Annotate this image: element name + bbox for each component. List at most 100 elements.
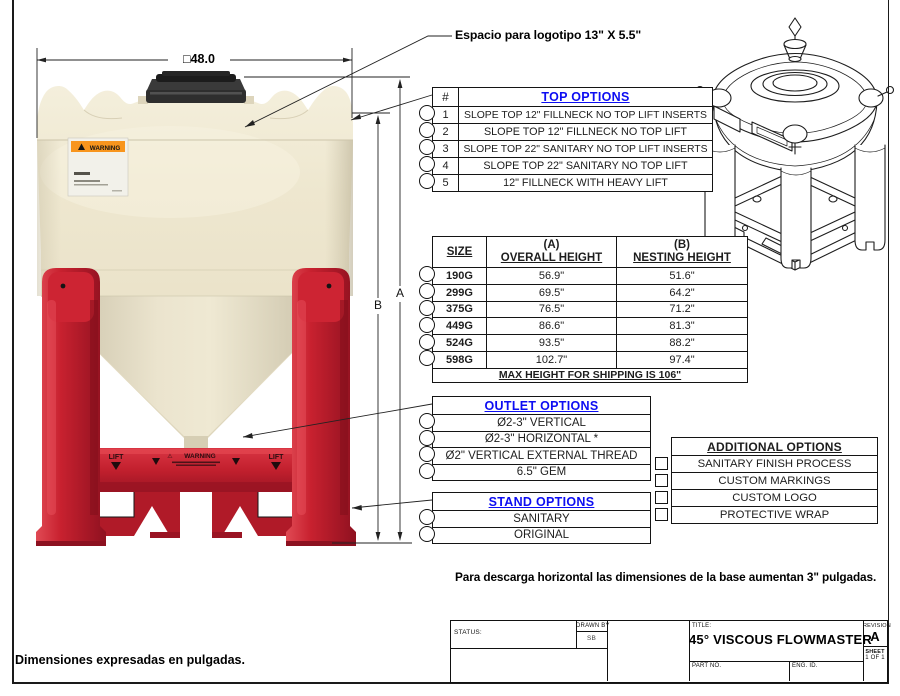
dim-label-a: A <box>396 286 404 300</box>
warning-sticker: WARNING <box>67 137 129 197</box>
overall-height-value: 86.6" <box>487 318 617 335</box>
option-circle[interactable] <box>419 156 435 172</box>
option-circle[interactable] <box>419 509 435 526</box>
logo-space-note: Espacio para logotipo 13" X 5.5" <box>455 28 642 42</box>
option-circle[interactable] <box>419 525 435 542</box>
leader-lines <box>242 35 452 511</box>
option-circle[interactable] <box>419 333 435 350</box>
warning-sticker-header <box>71 141 125 152</box>
overall-height-value: 76.5" <box>487 301 617 318</box>
table-row: Ø2-3" VERTICAL <box>433 414 650 431</box>
warning-sticker-text: WARNING <box>90 145 121 152</box>
crossbar-warning-triangle: ⚠ <box>167 453 173 460</box>
option-circle[interactable] <box>419 105 435 121</box>
table-row: ORIGINAL <box>433 526 650 544</box>
size-header: SIZE <box>446 246 473 258</box>
crossbar-warning-text: WARNING <box>184 453 215 460</box>
outlet-options-title: OUTLET OPTIONS <box>484 398 599 413</box>
col-b-header-line1: (B) <box>674 239 690 251</box>
hash-header: # <box>433 88 459 106</box>
stand-post-left <box>36 268 106 543</box>
title-block: STATUS: DRAWN BY SB TITLE: 45° VISCOUS F… <box>450 620 891 683</box>
overall-height-value: 102.7" <box>487 351 617 368</box>
option-circle[interactable] <box>419 316 435 333</box>
units-note: Dimensiones expresadas en pulgadas. <box>15 653 245 667</box>
table-row: 375G 76.5" 71.2" <box>433 300 747 318</box>
col-b-header-line2: NESTING HEIGHT <box>633 252 731 264</box>
nesting-height-value: 97.4" <box>669 353 695 366</box>
width-dimension-label: □48.0 <box>168 52 230 66</box>
size-value: 524G <box>433 335 487 351</box>
status-label: STATUS: <box>454 629 482 636</box>
overall-height-value: 56.9" <box>487 268 617 284</box>
option-circle[interactable] <box>419 413 435 430</box>
overall-height-value: 69.5" <box>487 284 617 301</box>
option-number: 4 <box>433 158 459 174</box>
size-value: 449G <box>433 318 487 335</box>
base-note: Para descarga horizontal las dimensiones… <box>455 570 877 584</box>
table-row: 4 SLOPE TOP 22" SANITARY NO TOP LIFT <box>433 157 712 174</box>
table-row: 6.5" GEM <box>433 463 650 481</box>
cone-bottom <box>41 296 349 438</box>
option-circle[interactable] <box>419 446 435 463</box>
option-checkbox[interactable] <box>655 491 668 504</box>
option-circle[interactable] <box>419 266 435 283</box>
down-arrow-icon <box>111 462 121 470</box>
nesting-height-value: 51.6" <box>669 269 695 282</box>
option-circle[interactable] <box>419 173 435 189</box>
table-row: PROTECTIVE WRAP <box>672 506 877 523</box>
drawn-by-label: DRAWN BY <box>576 623 610 629</box>
option-circle[interactable] <box>419 462 435 479</box>
option-checkbox[interactable] <box>655 474 668 487</box>
stand-options-title: STAND OPTIONS <box>488 494 595 509</box>
table-row: 3 SLOPE TOP 22" SANITARY NO TOP LIFT INS… <box>433 140 712 157</box>
option-circle[interactable] <box>419 122 435 138</box>
outlet-options-table: OUTLET OPTIONS Ø2-3" VERTICAL Ø2-3" HORI… <box>432 396 651 481</box>
overall-height-value: 93.5" <box>487 335 617 351</box>
option-label: SLOPE TOP 22" SANITARY NO TOP LIFT INSER… <box>463 143 708 155</box>
additional-options-table: ADDITIONAL OPTIONS SANITARY FINISH PROCE… <box>671 437 878 524</box>
size-table-footer: MAX HEIGHT FOR SHIPPING IS 106" <box>433 367 747 382</box>
dimension-lines: A B <box>36 48 412 544</box>
col-a-header-line1: (A) <box>543 239 560 251</box>
table-row: 1 SLOPE TOP 12" FILLNECK NO TOP LIFT INS… <box>433 106 712 123</box>
title-label: TITLE: <box>692 623 712 629</box>
table-row: Ø2-3" HORIZONTAL * <box>433 430 650 448</box>
size-value: 375G <box>433 301 487 318</box>
table-row: 2 SLOPE TOP 12" FILLNECK NO TOP LIFT <box>433 123 712 140</box>
table-row: Ø2" VERTICAL EXTERNAL THREAD <box>433 447 650 464</box>
option-checkbox[interactable] <box>655 457 668 470</box>
part-no-label: PART NO. <box>692 663 722 669</box>
top-options-title: TOP OPTIONS <box>541 90 630 104</box>
top-options-table: # TOP OPTIONS 1 SLOPE TOP 12" FILLNECK N… <box>432 87 713 192</box>
option-checkbox[interactable] <box>655 508 668 521</box>
eng-id-label: ENG. ID. <box>792 663 818 669</box>
nesting-height-value: 88.2" <box>669 337 695 350</box>
option-circle[interactable] <box>419 300 435 316</box>
stand-options-table: STAND OPTIONS SANITARY ORIGINAL <box>432 492 651 544</box>
option-number: 2 <box>433 124 459 140</box>
dim-label-b: B <box>374 298 382 312</box>
option-number: 3 <box>433 141 459 157</box>
table-row: 299G 69.5" 64.2" <box>433 283 747 301</box>
nesting-height-value: 71.2" <box>669 303 695 316</box>
option-circle[interactable] <box>419 139 435 155</box>
sheet-label: SHEET <box>865 648 885 655</box>
table-row: 5 12" FILLNECK WITH HEAVY LIFT <box>433 174 712 191</box>
nesting-height-value: 64.2" <box>669 286 695 299</box>
table-row: 190G 56.9" 51.6" <box>433 267 747 284</box>
table-row: 524G 93.5" 88.2" <box>433 334 747 351</box>
fillneck-lid <box>138 71 254 104</box>
option-circle[interactable] <box>419 429 435 446</box>
table-row: 449G 86.6" 81.3" <box>433 317 747 335</box>
table-row: 598G 102.7" 97.4" <box>433 350 747 368</box>
col-a-header-line2: OVERALL HEIGHT <box>500 252 603 264</box>
option-circle[interactable] <box>419 283 435 300</box>
revision-label: REVISION <box>863 622 891 629</box>
option-label: SLOPE TOP 22" SANITARY NO TOP LIFT <box>483 160 688 172</box>
option-circle[interactable] <box>419 350 435 367</box>
table-row: SANITARY FINISH PROCESS <box>672 455 877 472</box>
option-label: SLOPE TOP 12" FILLNECK NO TOP LIFT INSER… <box>464 109 707 121</box>
down-arrow-icon <box>152 458 160 465</box>
